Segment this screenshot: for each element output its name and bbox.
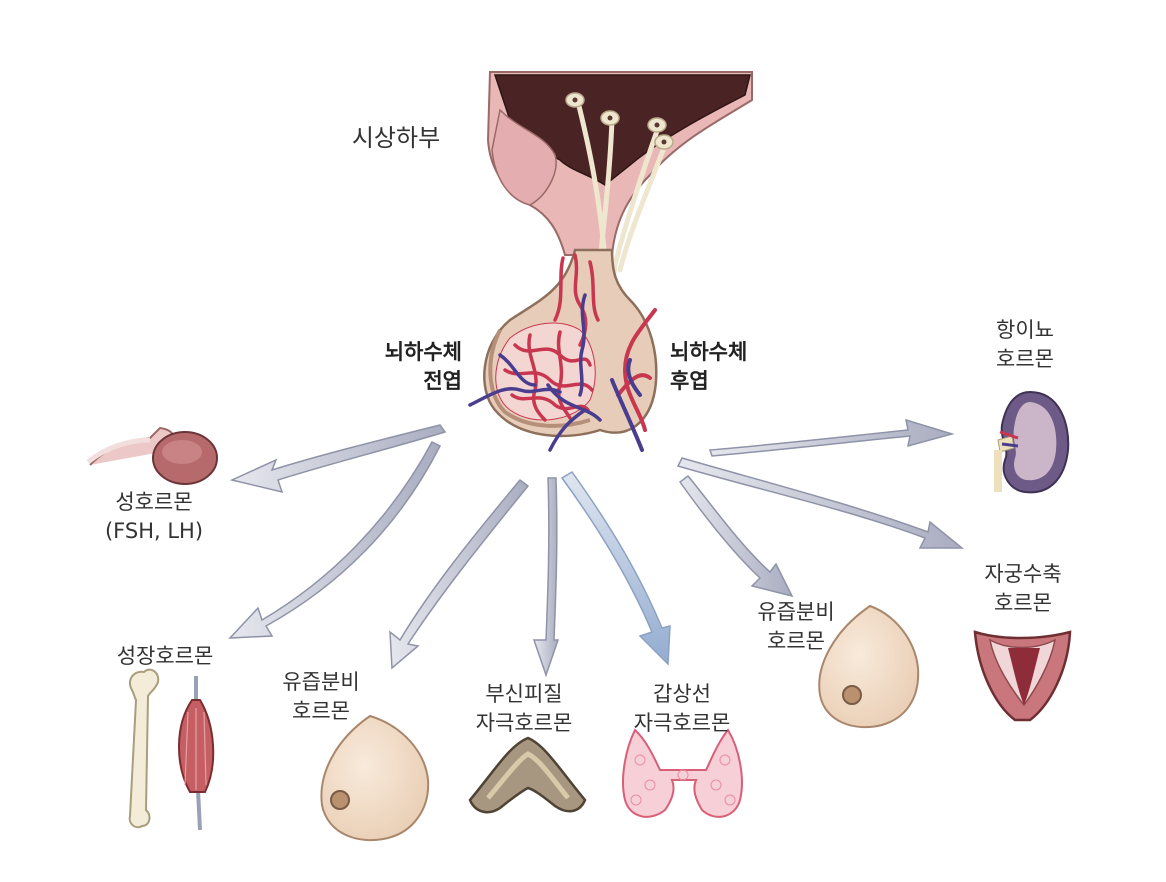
label-gonad-line1: 성호르몬 [115,490,193,514]
arrow-to-growth [228,441,442,639]
label-acth-line1: 부신피질 [485,682,563,706]
thyroid-icon [622,728,743,818]
label-hypothalamus-text: 시상하부 [351,124,441,152]
label-adh: 항이뇨 호르몬 [996,316,1054,374]
label-oxytocin-milk: 유즙분비 호르몬 [757,598,834,656]
label-tsh-line2: 자극호르몬 [633,711,731,735]
arrow-to-oxytocin-milk [678,474,794,598]
label-uterus-line2: 호르몬 [994,591,1052,615]
arrow-to-acth [532,477,560,678]
label-oxytocin-milk-line1: 유즙분비 [757,600,835,624]
label-prolactin-line1: 유즙분비 [282,670,360,694]
adrenal-icon [468,736,587,814]
label-uterus-line1: 자궁수축 [984,562,1062,586]
label-growth-hormone: 성장호르몬 [117,642,214,671]
label-oxytocin-milk-line2: 호르몬 [767,629,825,653]
label-posterior-pituitary: 뇌하수체 후엽 [670,338,747,396]
label-prolactin-line2: 호르몬 [292,699,350,723]
arrow-to-prolactin [389,478,530,670]
label-hypothalamus: 시상하부 [352,124,440,153]
kidney-icon [994,390,1070,494]
pituitary-gland-illustration [468,248,658,452]
uterus-icon [973,630,1072,722]
label-prolactin: 유즙분비 호르몬 [282,668,359,726]
arrow-to-kidney [708,418,955,457]
label-posterior-line1: 뇌하수체 [670,340,748,364]
muscle-icon [178,676,215,831]
breast-icon-right [818,604,920,729]
gonad-icon [86,426,218,485]
label-acth-line2: 자극호르몬 [475,711,573,735]
label-anterior-line1: 뇌하수체 [384,340,462,364]
bone-icon [128,668,160,829]
breast-icon-left [320,714,430,842]
label-anterior-line2: 전엽 [423,369,462,393]
hormone-arrows [228,418,965,678]
label-adh-line1: 항이뇨 [996,318,1054,342]
arrow-to-thyroid [560,471,671,666]
label-uterine-contraction: 자궁수축 호르몬 [984,560,1061,618]
label-posterior-line2: 후엽 [670,369,709,393]
arrow-to-uterus [676,457,965,549]
label-adh-line2: 호르몬 [996,347,1054,371]
hypothalamus-illustration [486,71,753,363]
label-gonad-line2: (FSH, LH) [104,519,204,543]
label-tsh: 갑상선 자극호르몬 [634,680,731,738]
label-growth-text: 성장호르몬 [116,644,214,668]
label-anterior-pituitary: 뇌하수체 전엽 [340,338,462,396]
label-tsh-line1: 갑상선 [653,682,711,706]
arrow-to-gonad [229,424,447,494]
label-acth: 부신피질 자극호르몬 [476,680,573,738]
label-gonadotropin: 성호르몬 (FSH, LH) [105,488,203,546]
